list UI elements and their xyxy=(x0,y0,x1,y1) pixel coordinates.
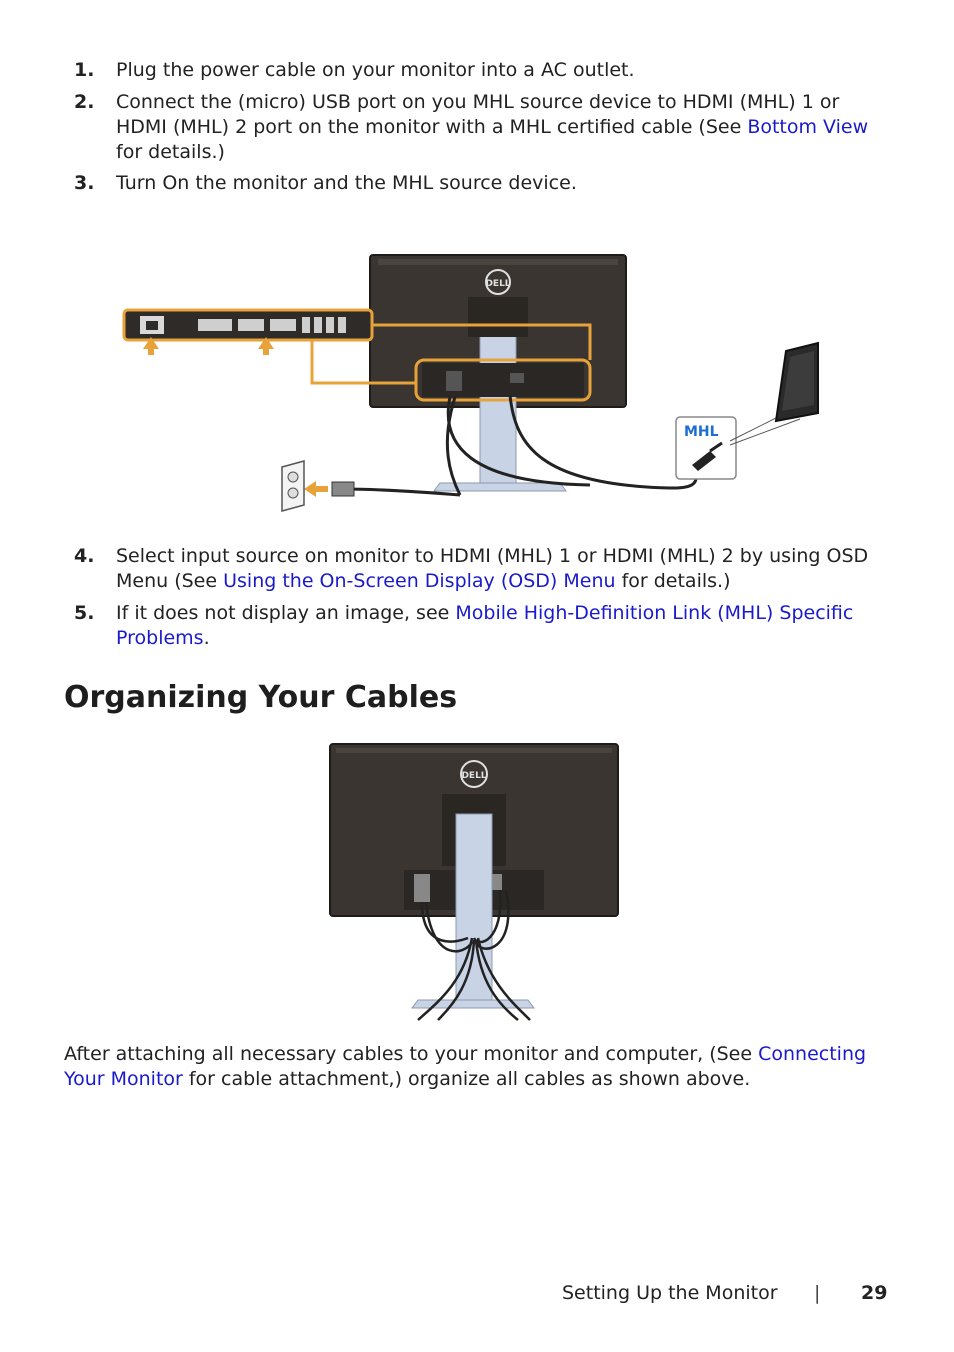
step-text: Plug the power cable on your monitor int… xyxy=(116,58,894,83)
text-run: for details.) xyxy=(116,141,225,163)
mhl-box xyxy=(675,416,737,480)
step-number: 5. xyxy=(74,602,95,624)
page-footer: Setting Up the Monitor | 29 xyxy=(562,1281,892,1307)
text-run: If it does not display an image, see xyxy=(116,602,456,624)
list-item-step-4: 4. Select input source on monitor to HDM… xyxy=(74,544,894,594)
dell-logo-icon: DELL xyxy=(460,760,488,788)
step-text: Turn On the monitor and the MHL source d… xyxy=(116,171,894,196)
text-run: for details.) xyxy=(615,570,731,592)
list-item-step-1: 1. Plug the power cable on your monitor … xyxy=(74,58,894,83)
step-text: If it does not display an image, see Mob… xyxy=(116,601,894,651)
svg-text:DELL: DELL xyxy=(461,771,486,781)
text-run: Select input source on monitor to HDMI (… xyxy=(116,545,869,592)
monitor-stand-base xyxy=(433,482,567,492)
arrow-left-icon xyxy=(304,481,328,497)
arrow-up-icon xyxy=(258,337,274,355)
power-outlet-icon xyxy=(281,460,305,512)
list-item-step-3: 3. Turn On the monitor and the MHL sourc… xyxy=(74,171,894,196)
step-number: 4. xyxy=(74,545,95,567)
step-text: Connect the (micro) USB port on you MHL … xyxy=(116,90,894,165)
figure-organized-cables: DELL xyxy=(329,743,619,1021)
cross-reference-link[interactable]: Bottom View xyxy=(747,116,869,138)
cross-reference-link[interactable]: Mobile High-Definition Link (MHL) Specif… xyxy=(116,602,854,649)
text-run: for cable attachment,) organize all cabl… xyxy=(182,1068,751,1090)
step-number: 2. xyxy=(74,91,95,113)
footer-section-title: Setting Up the Monitor xyxy=(562,1282,778,1304)
port-highlight-box xyxy=(414,358,592,402)
step-number: 3. xyxy=(74,172,95,194)
organize-cables-paragraph: After attaching all necessary cables to … xyxy=(64,1042,894,1092)
list-item-step-5: 5. If it does not display an image, see … xyxy=(74,601,894,651)
monitor-stand-mount xyxy=(468,297,528,337)
list-item-step-2: 2. Connect the (micro) USB port on you M… xyxy=(74,90,894,165)
figure-mhl-connection: DELL MHL xyxy=(122,254,819,512)
footer-separator: | xyxy=(814,1282,821,1304)
text-run: After attaching all necessary cables to … xyxy=(64,1043,759,1065)
mhl-logo-icon: MHL xyxy=(684,424,719,440)
page-number: 29 xyxy=(861,1282,888,1304)
step-number: 1. xyxy=(74,59,95,81)
text-run: Connect the (micro) USB port on you MHL … xyxy=(116,91,840,138)
dell-logo-icon: DELL xyxy=(485,269,511,295)
monitor-stand-neck xyxy=(455,813,493,1005)
arrow-up-icon xyxy=(143,337,159,355)
text-run: . xyxy=(203,627,210,649)
cross-reference-link[interactable]: Connecting Your Monitor xyxy=(64,1043,867,1090)
text-run: Turn On the monitor and the MHL source d… xyxy=(116,172,577,194)
section-heading: Organizing Your Cables xyxy=(64,680,458,715)
svg-text:DELL: DELL xyxy=(485,279,510,289)
smartphone-icon xyxy=(774,341,819,423)
cross-reference-link[interactable]: Using the On-Screen Display (OSD) Menu xyxy=(223,570,616,592)
step-text: Select input source on monitor to HDMI (… xyxy=(116,544,894,594)
text-run: Plug the power cable on your monitor int… xyxy=(116,59,635,81)
